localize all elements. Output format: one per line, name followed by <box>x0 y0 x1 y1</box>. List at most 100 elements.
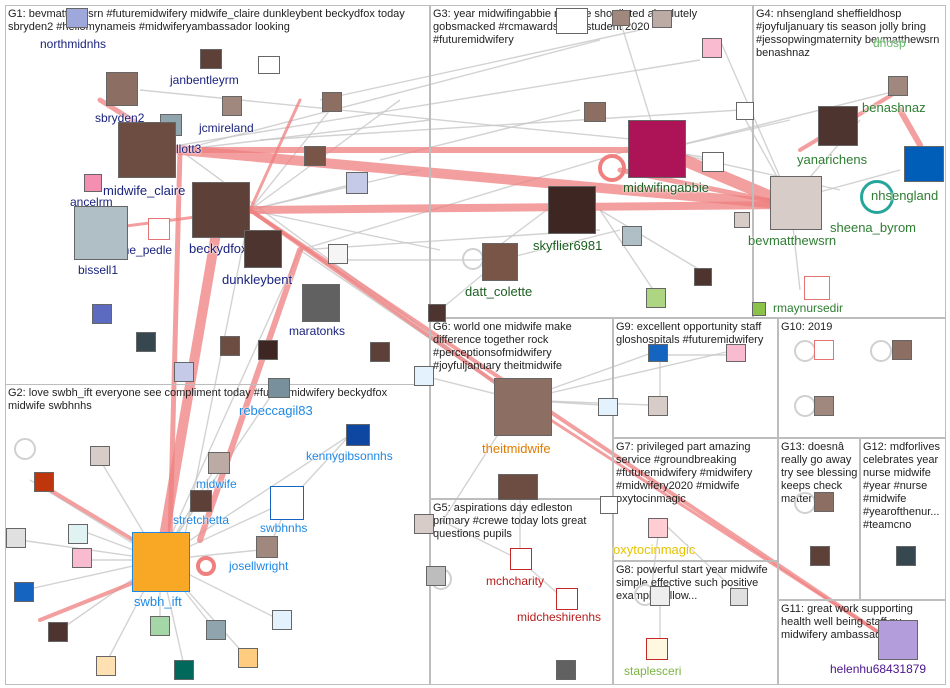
node-avatar[interactable] <box>258 340 278 360</box>
node-avatar[interactable] <box>96 656 116 676</box>
group-title-g1: G1: bevmatthewsrn #futuremidwifery midwi… <box>8 8 408 33</box>
edge <box>159 434 351 561</box>
node-avatar[interactable] <box>600 496 618 514</box>
node-avatar[interactable] <box>650 586 670 606</box>
node-avatar[interactable] <box>206 620 226 640</box>
avatar <box>556 588 578 610</box>
node-avatar[interactable] <box>272 610 292 630</box>
node-avatar[interactable] <box>90 446 110 466</box>
node-label: datt_colette <box>465 284 533 299</box>
avatar <box>818 106 858 146</box>
node-avatar[interactable] <box>556 660 576 680</box>
group-title-g5: G5: aspirations day edleston primary #cr… <box>433 502 590 540</box>
avatar <box>268 378 290 398</box>
node-avatar[interactable] <box>136 332 156 352</box>
avatar <box>860 180 894 214</box>
node-label: josellwright <box>229 559 289 573</box>
node-avatar[interactable] <box>814 492 834 512</box>
node-label: bevmatthewsrn <box>748 233 837 248</box>
node-avatar[interactable] <box>370 342 390 362</box>
node-label: sheena_byrom <box>830 220 916 235</box>
node-avatar[interactable] <box>414 514 434 534</box>
self-loop <box>794 340 816 362</box>
group-box-g4 <box>753 5 946 318</box>
node-avatar[interactable] <box>174 362 194 382</box>
node-avatar[interactable] <box>68 524 88 544</box>
node-avatar[interactable] <box>702 152 724 172</box>
node-avatar[interactable] <box>48 622 68 642</box>
node-avatar[interactable] <box>730 588 748 606</box>
edge <box>599 209 701 271</box>
node-label: rmaynursedir <box>773 301 844 315</box>
node-avatar[interactable] <box>322 92 342 112</box>
node-avatar[interactable] <box>584 102 606 122</box>
node-avatar[interactable] <box>896 546 916 566</box>
node-avatar[interactable] <box>174 660 194 680</box>
node-label: sbryden2 <box>95 111 145 125</box>
group-box-g9 <box>613 318 778 438</box>
node-avatar[interactable] <box>598 398 618 416</box>
node-avatar[interactable] <box>150 616 170 636</box>
node-avatar[interactable] <box>726 344 746 362</box>
edge <box>179 39 601 151</box>
edge <box>179 119 431 151</box>
node-avatar[interactable] <box>346 172 368 194</box>
node-avatar[interactable] <box>72 548 92 568</box>
node-avatar[interactable] <box>6 528 26 548</box>
node-label: midwife_claire <box>103 183 186 198</box>
node-avatar[interactable] <box>734 212 750 228</box>
avatar <box>904 146 944 182</box>
node-avatar[interactable] <box>752 302 766 316</box>
node-label: jcmireland <box>199 121 254 135</box>
node-label: dunkleybent <box>222 272 293 287</box>
node-avatar[interactable] <box>814 340 834 360</box>
node-avatar[interactable] <box>702 38 722 58</box>
node-avatar[interactable] <box>414 366 434 386</box>
avatar <box>482 243 518 281</box>
edge <box>659 89 901 151</box>
node-avatar[interactable] <box>556 8 588 34</box>
node-label: llott3 <box>176 142 202 156</box>
node-label: swbh_ift <box>134 594 182 609</box>
node-avatar[interactable] <box>646 288 666 308</box>
avatar <box>74 206 128 260</box>
node-avatar[interactable] <box>648 396 668 416</box>
node-avatar[interactable] <box>328 244 348 264</box>
node-label: stretchetta <box>173 513 230 527</box>
node-avatar[interactable] <box>238 648 258 668</box>
node-label: theitmidwife <box>482 441 551 456</box>
node-avatar[interactable] <box>428 304 446 322</box>
node-avatar[interactable] <box>34 472 54 492</box>
node-label: benashnaz <box>862 100 926 115</box>
group-title-g10: G10: 2019 <box>781 321 833 333</box>
edge-highlighted <box>897 107 923 148</box>
node-avatar[interactable] <box>892 340 912 360</box>
avatar <box>548 186 596 234</box>
node-avatar[interactable] <box>14 582 34 602</box>
node-avatar[interactable] <box>612 10 630 26</box>
edge <box>659 519 741 596</box>
node-avatar[interactable] <box>426 566 446 586</box>
node-avatar[interactable] <box>304 146 326 166</box>
avatar <box>222 96 242 116</box>
edge <box>159 389 276 561</box>
avatar <box>270 486 304 520</box>
node-avatar[interactable] <box>498 474 538 500</box>
edge <box>299 149 631 251</box>
self-loop <box>14 438 36 460</box>
node-avatar[interactable] <box>694 268 712 286</box>
self-loop <box>794 492 816 514</box>
node-avatar[interactable] <box>810 546 830 566</box>
group-box-g11 <box>778 600 946 685</box>
avatar <box>888 76 908 96</box>
node-avatar[interactable] <box>258 56 280 74</box>
node-avatar[interactable] <box>814 396 834 416</box>
node-avatar[interactable] <box>622 226 642 246</box>
node-avatar[interactable] <box>92 304 112 324</box>
node-avatar[interactable] <box>648 344 668 362</box>
avatar <box>200 49 222 69</box>
avatar <box>190 490 212 512</box>
node-avatar[interactable] <box>736 102 754 120</box>
node-avatar[interactable] <box>220 336 240 356</box>
node-avatar[interactable] <box>652 10 672 28</box>
